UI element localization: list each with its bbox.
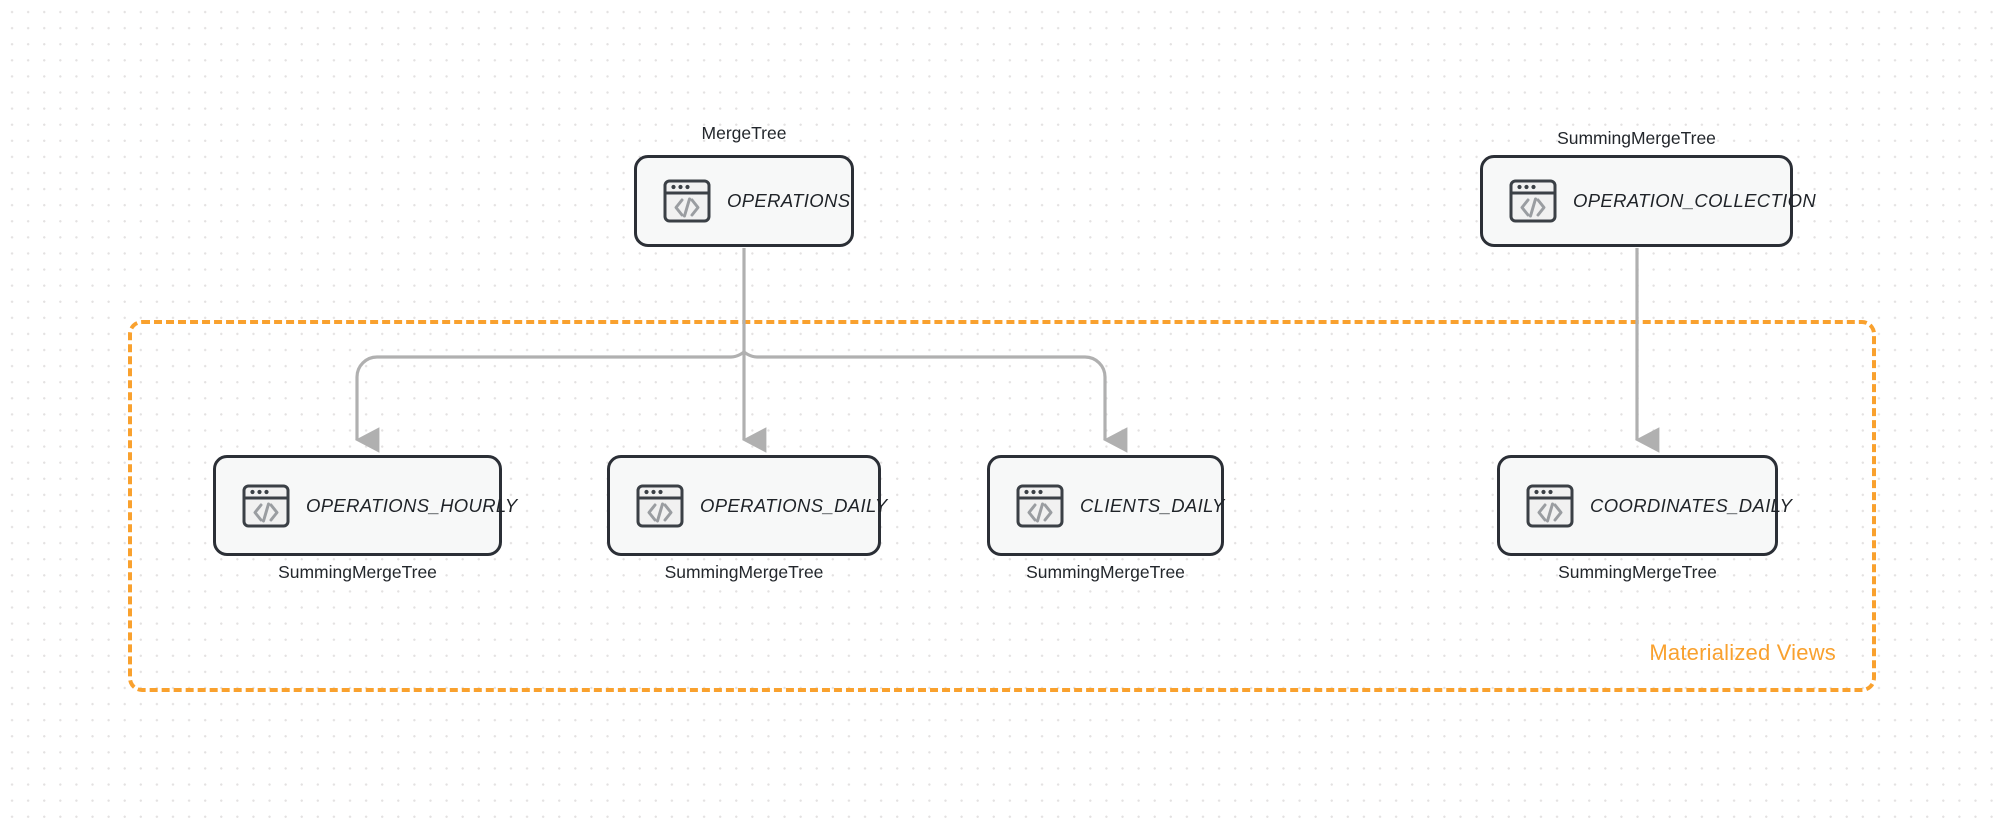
engine-label-operations-daily: SummingMergeTree: [607, 562, 881, 583]
engine-label-operations: MergeTree: [634, 123, 854, 144]
node-operation-collection[interactable]: OPERATION_COLLECTION: [1480, 155, 1816, 247]
node-operations-hourly[interactable]: OPERATIONS_HOURLY: [213, 455, 517, 556]
code-window-icon: [663, 178, 711, 224]
code-window-icon: [242, 483, 290, 529]
materialized-views-group: Materialized Views: [128, 320, 1876, 692]
node-operation-collection-title: OPERATION_COLLECTION: [1573, 190, 1817, 211]
node-operations-title: OPERATIONS: [727, 190, 851, 211]
code-window-icon: [1016, 483, 1064, 529]
code-window-icon: [636, 483, 684, 529]
engine-label-clients-daily: SummingMergeTree: [987, 562, 1224, 583]
node-operations-daily-title: OPERATIONS_DAILY: [700, 494, 888, 516]
node-coordinates-daily[interactable]: COORDINATES_DAILY: [1497, 455, 1792, 556]
code-window-icon: [1526, 483, 1574, 529]
node-coordinates-daily-title: COORDINATES_DAILY: [1590, 494, 1793, 516]
engine-label-operations-hourly-text: SummingMergeTree: [278, 562, 437, 582]
node-clients-daily[interactable]: CLIENTS_DAILY: [987, 455, 1224, 556]
node-clients-daily-title: CLIENTS_DAILY: [1080, 494, 1225, 516]
code-window-icon: [1509, 178, 1557, 224]
engine-label-coordinates-daily-text: SummingMergeTree: [1558, 562, 1717, 582]
materialized-views-group-label: Materialized Views: [1649, 640, 1836, 665]
node-operations-hourly-title: OPERATIONS_HOURLY: [306, 494, 518, 516]
engine-label-operation-collection: SummingMergeTree: [1480, 128, 1793, 149]
node-operations[interactable]: OPERATIONS: [634, 155, 854, 247]
engine-label-operation-collection-text: SummingMergeTree: [1557, 128, 1716, 148]
engine-label-clients-daily-text: SummingMergeTree: [1026, 562, 1185, 582]
node-operations-daily[interactable]: OPERATIONS_DAILY: [607, 455, 887, 556]
engine-label-operations-daily-text: SummingMergeTree: [664, 562, 824, 582]
engine-label-operations-text: MergeTree: [701, 123, 787, 143]
engine-label-operations-hourly: SummingMergeTree: [213, 562, 502, 583]
engine-label-coordinates-daily: SummingMergeTree: [1497, 562, 1778, 583]
